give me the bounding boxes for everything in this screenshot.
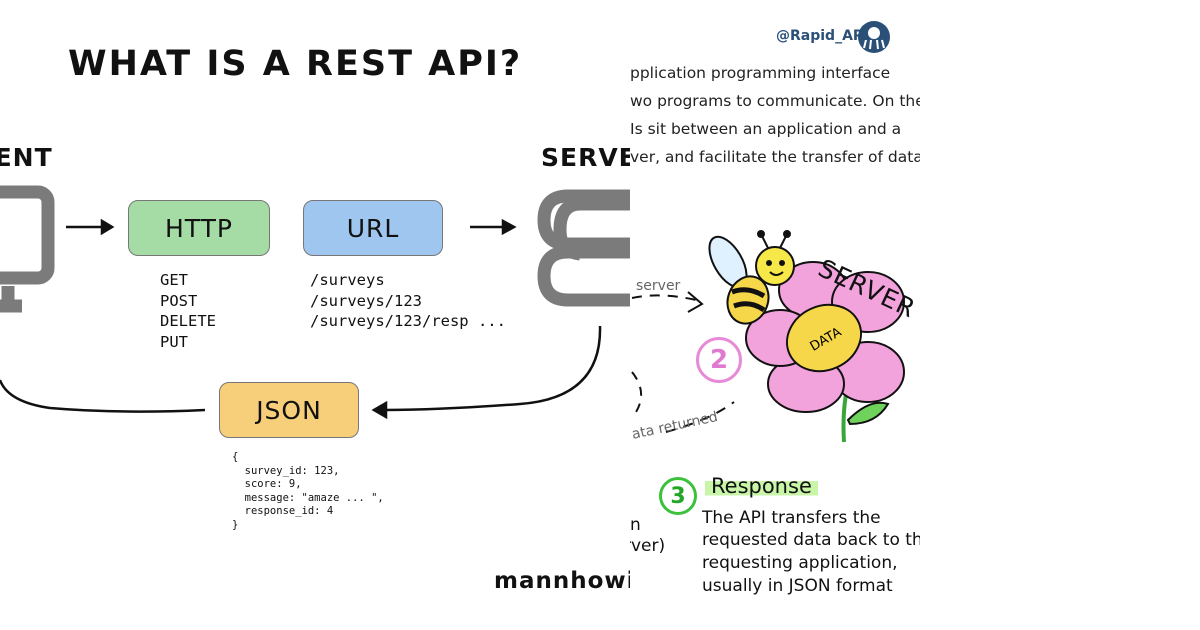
method-item: POST bbox=[160, 291, 198, 310]
sketch-panel: DATA @Rapid_API pplication programming i… bbox=[630, 0, 920, 630]
intro-line: Is sit between an application and a bbox=[630, 120, 902, 138]
url-box: URL bbox=[303, 200, 443, 256]
monitor-icon bbox=[0, 185, 55, 313]
dashed-arrow-to-server bbox=[631, 294, 697, 301]
method-item: PUT bbox=[160, 332, 188, 351]
response-line: The API transfers the bbox=[702, 508, 881, 528]
url-item: /surveys bbox=[310, 271, 385, 289]
json-label: JSON bbox=[256, 395, 322, 425]
author-signature: mannhowie bbox=[494, 568, 630, 594]
side-fragment: n bbox=[630, 515, 641, 535]
dashed-return-arc bbox=[631, 371, 643, 413]
json-example: { survey_id: 123, score: 9, message: "am… bbox=[232, 451, 384, 531]
response-line: usually in JSON format bbox=[702, 576, 893, 596]
arrow-json-to-client bbox=[0, 379, 206, 413]
method-item: DELETE bbox=[160, 312, 216, 330]
response-line: requesting application, bbox=[702, 553, 898, 573]
method-item: GET bbox=[160, 271, 188, 289]
intro-line: pplication programming interface bbox=[630, 64, 891, 82]
side-fragment: rver) bbox=[630, 536, 666, 556]
intro-line: wo programs to communicate. On the bbox=[630, 92, 920, 110]
response-line: requested data back to the bbox=[702, 530, 920, 550]
to-server-label: server bbox=[636, 278, 681, 294]
json-box: JSON bbox=[219, 382, 359, 438]
server-stack-icon bbox=[537, 189, 630, 307]
url-label: URL bbox=[346, 213, 400, 243]
step-2-number: 2 bbox=[709, 345, 729, 375]
sketch-graphics: DATA bbox=[631, 21, 905, 443]
url-list: /surveys /surveys/123 /surveys/123/resp … bbox=[310, 270, 506, 332]
flower-icon bbox=[745, 261, 905, 443]
intro-line: ver, and facilitate the transfer of data… bbox=[630, 148, 920, 166]
step-3-number: 3 bbox=[670, 483, 686, 509]
client-label: CLIENT bbox=[0, 143, 53, 172]
rest-api-diagram: WHAT IS A REST API? CLIENT SERVER HTTP bbox=[0, 44, 630, 594]
server-label: SERVER bbox=[541, 143, 630, 172]
rapidapi-logo bbox=[858, 21, 890, 53]
response-title: Response bbox=[705, 474, 818, 498]
diagram-graphics bbox=[0, 185, 630, 420]
url-item: /surveys/123 bbox=[310, 291, 422, 310]
rapidapi-handle: @Rapid_API bbox=[776, 28, 869, 44]
http-box: HTTP bbox=[128, 200, 270, 256]
step-2-badge: 2 bbox=[696, 337, 742, 383]
http-label: HTTP bbox=[165, 213, 233, 243]
diagram-title: WHAT IS A REST API? bbox=[68, 44, 523, 84]
arrow-server-to-json bbox=[383, 325, 602, 412]
step-3-badge: 3 bbox=[659, 477, 697, 515]
bee-icon bbox=[708, 230, 795, 325]
url-item: /surveys/123/resp ... bbox=[310, 312, 506, 330]
http-methods-list: GET POST DELETE PUT bbox=[160, 270, 216, 352]
